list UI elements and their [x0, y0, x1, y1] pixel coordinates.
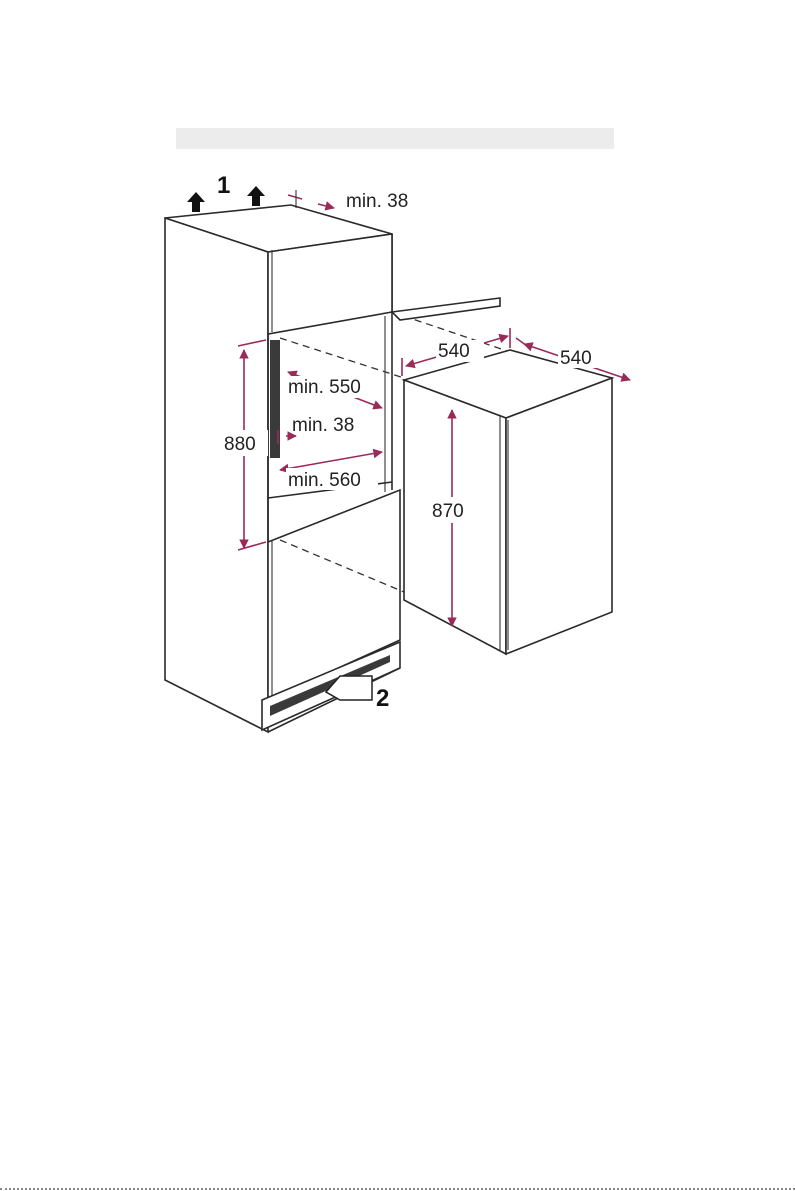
cabinet-side — [165, 218, 268, 732]
page-bottom-rule — [0, 1188, 795, 1190]
header-bar — [176, 128, 614, 149]
vent-arrow-1 — [187, 192, 205, 212]
width-inner-label: min. 560 — [288, 470, 361, 491]
niche-height-label: 880 — [224, 434, 256, 455]
step-2-label: 2 — [376, 685, 389, 712]
upper-front-panel — [268, 234, 392, 334]
appliance-height-label: 870 — [432, 501, 464, 522]
cabinet-shelf — [392, 298, 500, 320]
side-gap-label: min. 38 — [292, 415, 354, 436]
vent-arrow-1b — [247, 186, 265, 206]
depth-inner-label: min. 550 — [288, 377, 361, 398]
appliance-width-label: 540 — [560, 348, 592, 369]
appliance-depth-label: 540 — [438, 341, 470, 362]
width-inner-dimension — [280, 452, 382, 470]
top-gap-label: min. 38 — [346, 191, 408, 212]
appliance-door — [506, 378, 612, 654]
step-1-label: 1 — [217, 172, 230, 199]
